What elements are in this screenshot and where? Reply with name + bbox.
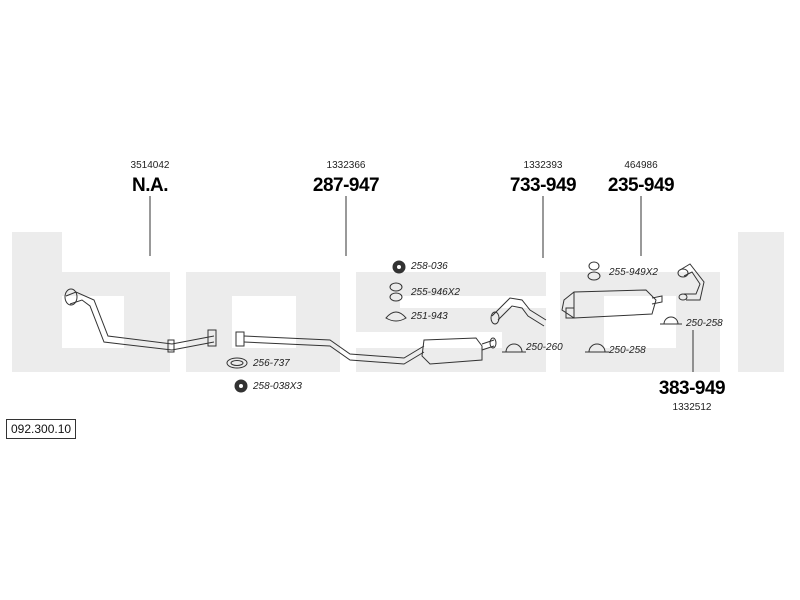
part-number: 287-947 <box>312 175 380 196</box>
rear-muffler <box>561 289 663 319</box>
rubber-ring-icon <box>392 260 406 274</box>
bosal-watermark <box>12 232 784 372</box>
accessory-label: 250-258 <box>609 345 646 356</box>
accessory-label: 250-260 <box>526 342 563 353</box>
middle-pipe <box>490 297 547 327</box>
oem-number: 1332512 <box>672 402 712 413</box>
intermediate-pipe <box>235 331 497 365</box>
accessory-label: 255-949X2 <box>609 267 658 278</box>
rubber-ring-icon <box>234 379 248 393</box>
part-number: N.A. <box>132 175 169 196</box>
exhaust-gasket-icon <box>385 311 407 322</box>
tail-pipe <box>677 263 705 301</box>
accessory-label: 256-737 <box>253 358 290 369</box>
exhaust-clamp-icon <box>502 343 526 353</box>
oem-number: 1332366 <box>326 160 366 171</box>
oem-number: 3514042 <box>130 160 170 171</box>
rubber-hanger-icon <box>389 282 403 302</box>
front-pipe <box>64 288 217 353</box>
exhaust-clamp-icon <box>660 316 682 325</box>
leader-lines <box>149 196 694 372</box>
exhaust-gasket-icon <box>226 357 248 369</box>
diagram-id-label: 092.300.10 <box>6 419 77 439</box>
part-number: 383-949 <box>658 378 726 399</box>
accessory-label: 251-943 <box>411 311 448 322</box>
accessory-label: 250-258 <box>686 318 723 329</box>
exhaust-clamp-icon <box>585 343 609 353</box>
accessory-label: 258-038X3 <box>253 381 302 392</box>
accessory-label: 255-946X2 <box>411 287 460 298</box>
part-number: 235-949 <box>607 175 675 196</box>
oem-number: 1332393 <box>523 160 563 171</box>
oem-number: 464986 <box>624 160 658 171</box>
rubber-hanger-icon <box>587 261 601 281</box>
part-number: 733-949 <box>509 175 577 196</box>
accessory-label: 258-036 <box>411 261 448 272</box>
